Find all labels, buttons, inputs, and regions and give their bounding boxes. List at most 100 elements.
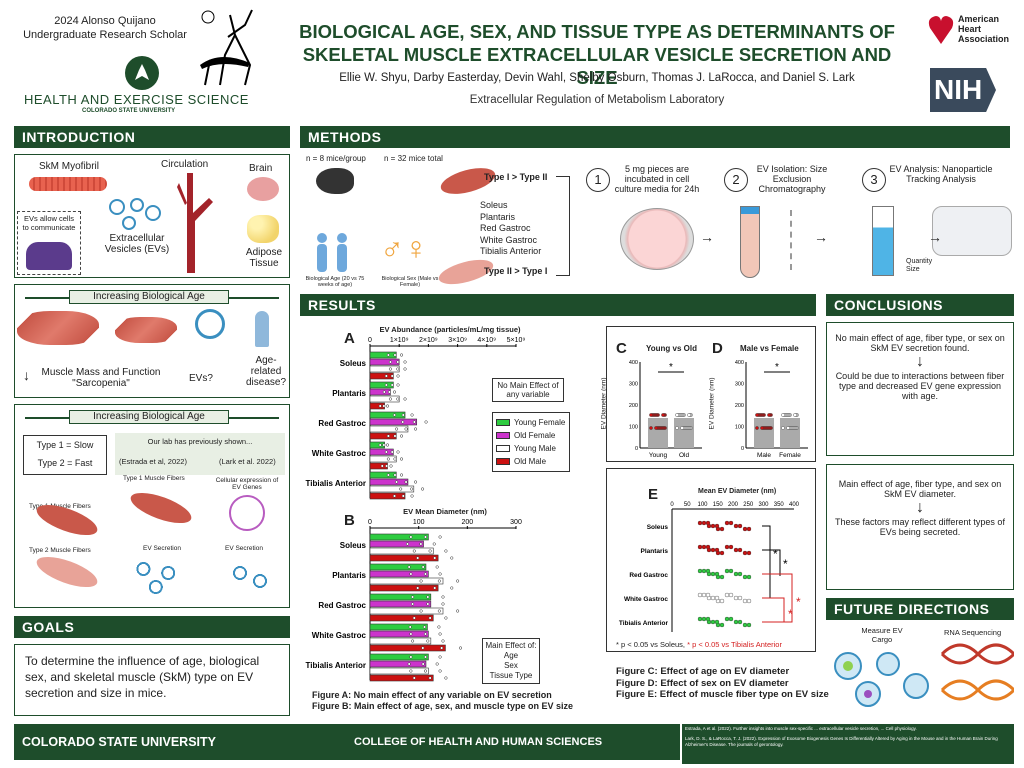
data-point xyxy=(411,595,415,599)
data-point xyxy=(435,565,439,569)
bar xyxy=(369,462,388,470)
data-point xyxy=(760,426,764,430)
data-point xyxy=(411,639,415,643)
bar xyxy=(369,425,409,433)
nih-logo: NIH xyxy=(930,68,996,112)
data-point xyxy=(412,420,416,424)
conclusion-arrow-1: ↓ xyxy=(916,353,924,370)
bar xyxy=(369,418,418,426)
data-point xyxy=(421,662,425,666)
bar xyxy=(369,540,424,548)
data-point xyxy=(382,404,386,408)
bar xyxy=(369,471,397,479)
data-point xyxy=(742,598,748,604)
panel-c-title: Young vs Old xyxy=(646,344,697,353)
bar xyxy=(369,365,400,373)
data-point xyxy=(407,565,411,569)
step3-circle: 3 xyxy=(862,168,886,192)
poster-title: BIOLOGICAL AGE, SEX, AND TISSUE TYPE AS … xyxy=(282,20,912,89)
data-point xyxy=(710,547,716,553)
data-point xyxy=(714,523,720,529)
data-point xyxy=(438,535,442,539)
data-point xyxy=(733,595,739,601)
bar xyxy=(369,492,406,500)
category-label: Young xyxy=(649,452,668,459)
chart-legend: Young Female Old Female Young Male Old M… xyxy=(492,412,570,472)
bar xyxy=(369,660,427,668)
data-point xyxy=(675,413,679,417)
data-point xyxy=(687,413,691,417)
data-point xyxy=(385,404,390,408)
panel-a-letter: A xyxy=(344,330,355,347)
bar xyxy=(369,388,391,396)
ev-secretion-label2: EV Secretion xyxy=(225,545,263,552)
data-point xyxy=(697,592,703,598)
data-point xyxy=(389,464,393,468)
goals-box: To determine the influence of age, biolo… xyxy=(14,644,290,716)
sig-star: * xyxy=(796,595,801,609)
step1-circle: 1 xyxy=(586,168,610,192)
tick-label: 0 xyxy=(670,502,674,508)
nta-quantity: Quantity xyxy=(906,258,933,265)
ref-1: Estrada, A et al. (2022). Further insigh… xyxy=(685,726,917,731)
data-point xyxy=(701,544,707,550)
sig-star: * xyxy=(775,362,779,373)
bar xyxy=(369,547,434,555)
data-point xyxy=(728,568,734,574)
muscle-white-gastroc: White Gastroc xyxy=(480,234,538,245)
footer-mid: COLLEGE OF HEALTH AND HUMAN SCIENCES xyxy=(354,736,603,748)
bar xyxy=(369,351,397,359)
tick-label: 400 xyxy=(789,502,800,508)
step2-text: EV Isolation: Size Exclusion Chromatogra… xyxy=(756,164,828,194)
intro-heading: INTRODUCTION xyxy=(14,126,290,148)
panel-c-letter: C xyxy=(616,340,627,357)
legend-old-male: Old Male xyxy=(496,455,566,468)
data-point xyxy=(697,520,703,526)
data-point xyxy=(755,413,759,417)
category-label: Soleus xyxy=(340,359,367,368)
data-point xyxy=(414,480,418,484)
tick-label: 0 xyxy=(635,446,638,452)
data-point xyxy=(416,556,420,560)
data-point xyxy=(421,565,425,569)
bar xyxy=(369,563,427,571)
bar xyxy=(369,593,432,601)
data-point xyxy=(450,556,454,560)
nta-size: Size xyxy=(906,266,920,273)
bar xyxy=(369,395,400,403)
data-point xyxy=(396,367,400,371)
bar xyxy=(369,432,397,440)
e-note2: * p < 0.05 vs Tibialis Anterior xyxy=(687,640,782,649)
data-point xyxy=(724,544,730,550)
data-point xyxy=(390,450,394,454)
data-point xyxy=(378,404,382,408)
data-point xyxy=(393,353,397,357)
bar xyxy=(369,485,415,493)
panel-a-note-text: No Main Effect of any variable xyxy=(497,381,559,399)
title-line2: SKELETAL MUSCLE EXTRACELLULAR VESICLE SE… xyxy=(302,44,892,88)
data-point xyxy=(705,592,711,598)
category-label: Soleus xyxy=(647,524,669,531)
data-point xyxy=(746,574,752,580)
category-label: Old xyxy=(679,452,690,459)
data-point xyxy=(719,550,725,556)
vessel-graphic xyxy=(175,173,215,273)
data-point xyxy=(390,374,394,378)
tick-label: 100 xyxy=(629,425,638,431)
data-point xyxy=(441,602,445,606)
data-point xyxy=(409,655,413,659)
bar xyxy=(369,614,434,622)
fig-a-caption: Figure A: No main effect of any variable… xyxy=(312,690,552,700)
tick-label: 200 xyxy=(629,403,638,409)
muscle-ta: Tibialis Anterior xyxy=(480,246,542,256)
data-point xyxy=(714,547,720,553)
tick-label: 200 xyxy=(461,519,473,526)
lark-ref: (Lark et al. 2022) xyxy=(219,457,276,466)
data-point xyxy=(396,450,400,454)
conclusion-arrow-2: ↓ xyxy=(916,499,924,516)
data-point xyxy=(701,592,707,598)
bar xyxy=(369,584,439,592)
footer-refs: Estrada, A et al. (2022). Further insigh… xyxy=(682,724,1014,764)
dish-icon xyxy=(620,208,694,270)
bar xyxy=(369,411,406,419)
